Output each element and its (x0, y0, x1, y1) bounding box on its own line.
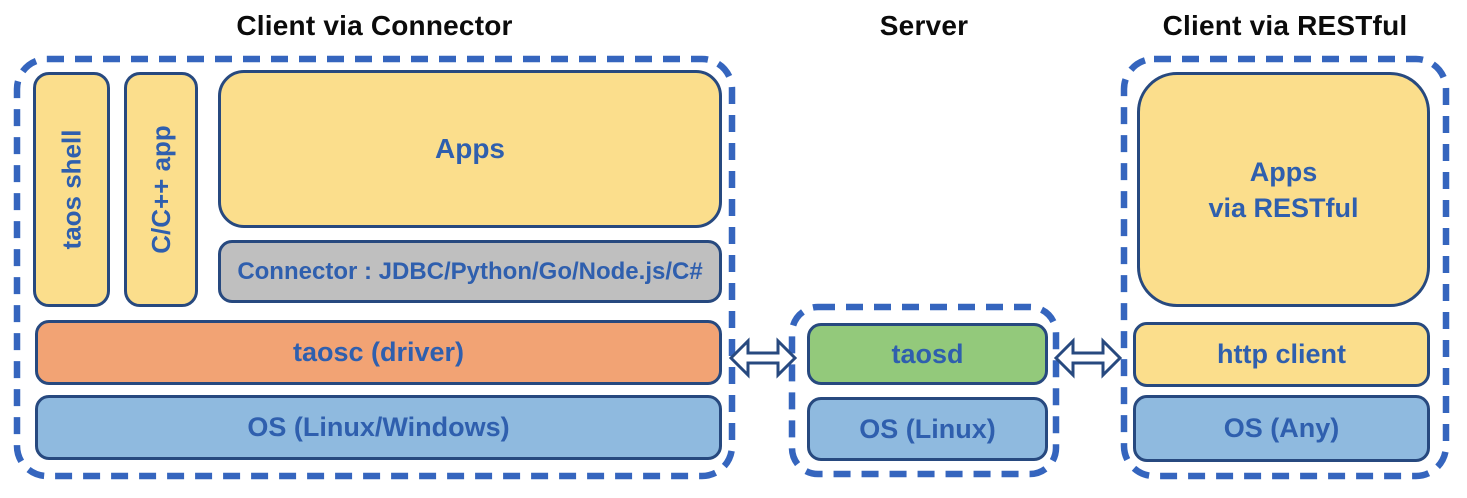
os-any-label: OS (Any) (1223, 413, 1340, 443)
left-double-arrow-icon (729, 337, 797, 379)
title-server: Server (879, 10, 969, 41)
os-linux-windows-label: OS (Linux/Windows) (247, 412, 510, 442)
os-linux-windows-box: OS (Linux/Windows) (35, 395, 722, 460)
http-client-label: http client (1217, 339, 1346, 369)
client-restful-dashed-border (1120, 55, 1450, 480)
http-client-box: http client (1133, 322, 1430, 387)
os-any-box: OS (Any) (1133, 395, 1430, 462)
client-connector-dashed-border (13, 55, 736, 480)
taos-shell-label: taos shell (56, 129, 86, 250)
taosc-driver-box: taosc (driver) (35, 320, 722, 385)
taosd-box: taosd (807, 323, 1048, 385)
taosd-label: taosd (891, 338, 964, 369)
cpp-app-label: C/C++ app (145, 125, 176, 254)
server-dashed-border (788, 303, 1060, 478)
apps-label: Apps (435, 133, 505, 164)
apps-via-restful-label: Apps via RESTful (1208, 156, 1359, 223)
taosc-driver-label: taosc (driver) (292, 337, 465, 367)
taos-shell-box: taos shell (33, 72, 110, 307)
right-double-arrow-icon (1054, 337, 1122, 379)
apps-via-restful-box: Apps via RESTful (1137, 72, 1430, 307)
apps-box: Apps (218, 70, 722, 228)
title-client-via-connector: Client via Connector (236, 10, 513, 41)
os-linux-label: OS (Linux) (859, 413, 996, 444)
os-linux-box: OS (Linux) (807, 397, 1048, 461)
connector-label: Connector : JDBC/Python/Go/Node.js/C# (237, 257, 703, 285)
connector-box: Connector : JDBC/Python/Go/Node.js/C# (218, 240, 722, 303)
title-client-via-restful: Client via RESTful (1162, 10, 1408, 41)
cpp-app-box: C/C++ app (124, 72, 198, 307)
